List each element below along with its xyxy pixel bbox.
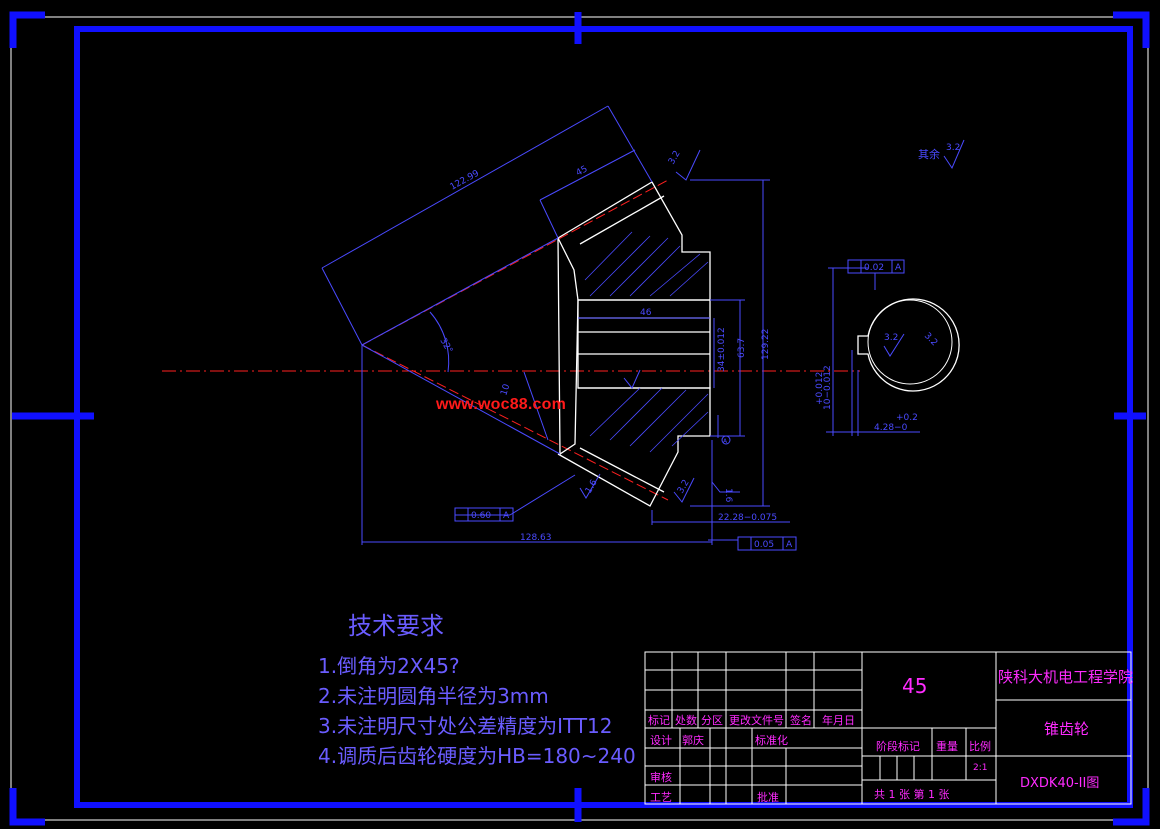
review-label: 审核: [650, 771, 672, 784]
dimension-lines: [321, 105, 790, 545]
design-label: 设计: [650, 734, 672, 747]
keyway-view: [826, 267, 960, 436]
tol-parallel-value: 0.02: [864, 263, 884, 273]
corner-mark-bl: [9, 788, 45, 826]
standardize-label: 标准化: [755, 734, 788, 747]
material: 45: [902, 674, 928, 698]
pitch-line-bottom: [361, 344, 669, 501]
part-name: 锥齿轮: [1044, 720, 1090, 738]
corner-mark-br: [1113, 788, 1150, 826]
dim-hub-dia: 63.7: [737, 338, 747, 358]
scale-value: 2:1: [973, 763, 988, 773]
dim-overall-length: 128.63: [520, 533, 552, 543]
stage-label: 阶段标记: [876, 740, 920, 753]
approve-label: 批准: [757, 791, 779, 804]
datum-letter: A: [723, 438, 728, 445]
corner-mark-tl: [9, 11, 45, 48]
dim-pitch-angle: 32°: [437, 337, 454, 356]
tech-item-2: 2.未注明圆角半径为3mm: [318, 684, 549, 708]
header-zone: 分区: [701, 714, 723, 727]
header-mark: 标记: [648, 714, 670, 727]
dim-hub-ra: 1.6: [723, 488, 733, 503]
tol-bottom-value: 0.05: [754, 540, 774, 550]
dim-bottom-ra: 1.6: [584, 478, 600, 496]
designer-name: 郭庆: [682, 734, 704, 747]
dim-bore-dia: 34±0.012: [717, 327, 727, 372]
drawing-number: DXDK40-II图: [1020, 776, 1100, 791]
dim-key-depth-top: +0.012: [815, 372, 825, 405]
dim-face-width: 45: [575, 164, 590, 178]
dim-key-depth-bottom: 10−0.012: [823, 365, 833, 410]
surface-note-ra: 3.2: [946, 143, 960, 153]
dim-key-width-tol: +0.2: [896, 413, 918, 423]
tech-item-3: 3.未注明尺寸处公差精度为ITT12: [318, 714, 613, 738]
dim-back-ra: 3.2: [676, 478, 692, 495]
section-hatching: [584, 231, 709, 453]
tech-requirements-title: 技术要求: [348, 612, 444, 640]
header-date: 年月日: [822, 714, 855, 727]
dim-section-ra: 3.2: [922, 331, 939, 348]
dim-top-ra: 3.2: [667, 149, 683, 166]
datum-marker: [721, 435, 731, 445]
tech-item-1: 1.倒角为2X45?: [318, 654, 460, 678]
corner-mark-tr: [1113, 11, 1150, 48]
header-change-doc: 更改文件号: [729, 714, 784, 727]
scale-label: 比例: [969, 740, 991, 753]
dim-key-ra: 3.2: [884, 333, 898, 343]
dim-outer-dia: 129.22: [761, 329, 771, 361]
title-block-grid: [644, 651, 1132, 805]
watermark: www.woc88.com: [436, 396, 567, 413]
dim-bore-length: 46: [640, 308, 652, 318]
surface-note-label: 其余: [918, 147, 940, 161]
header-count: 处数: [675, 714, 697, 727]
tech-requirements: 技术要求 1.倒角为2X45? 2.未注明圆角半径为3mm 3.未注明尺寸处公差…: [318, 606, 636, 771]
dim-tooth-depth: 10: [499, 383, 512, 397]
sheet-count: 共 1 张 第 1 张: [874, 788, 950, 801]
gear-section: [557, 181, 711, 507]
tolerance-frames: [454, 259, 905, 551]
tol-left-value: 0.60: [471, 511, 491, 521]
weight-label: 重量: [936, 740, 958, 753]
header-signature: 签名: [790, 714, 812, 727]
tol-parallel-datum: A: [895, 263, 902, 273]
tol-bottom-datum: A: [786, 540, 793, 550]
tol-left-datum: A: [503, 511, 510, 521]
school-name: 陕科大机电工程学院: [998, 668, 1134, 686]
dim-hub-length: 22.28−0.075: [718, 513, 777, 523]
dim-key-width: 4.28−0: [874, 423, 908, 433]
tech-item-4: 4.调质后齿轮硬度为HB=180~240: [318, 744, 636, 768]
roughness-symbols: [579, 139, 965, 503]
process-label: 工艺: [650, 791, 672, 804]
